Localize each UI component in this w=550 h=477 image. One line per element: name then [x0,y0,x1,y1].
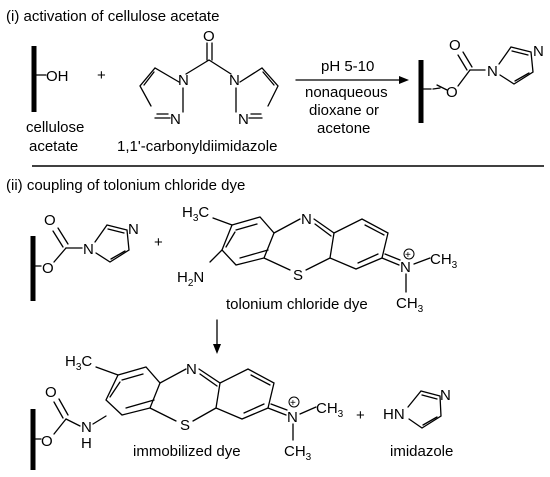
activated-cellulose-2: O O N N [30,212,139,301]
charge-plus-dye: + [405,250,411,261]
atom-n-imidazole: N [440,387,451,404]
methyl-ch3-b-product: CH3 [284,443,312,463]
atom-n-iminium-product: N [287,409,298,426]
atom-o-ester-1: O [446,84,458,101]
plus-sign-2: + [154,234,163,251]
atom-n-ring-dye: N [301,211,312,228]
charge-plus-product: + [290,398,296,409]
product-label: immobilized dye [133,443,241,460]
hydroxyl-group: OH [46,68,69,85]
atom-n3-cdi: N [170,111,181,128]
methyl-h3c-product: H3C [65,353,92,373]
plus-sign-1: + [97,67,106,84]
atom-s-ring-product: S [180,417,190,434]
dye-label: tolonium chloride dye [226,296,368,313]
atom-n-ring-product: N [186,361,197,378]
atom-n3prime-cdi: N [238,111,249,128]
plus-sign-3: + [356,407,365,424]
arrowhead-1 [399,76,409,84]
atom-o-carbonyl-3: O [45,384,57,401]
atom-o-carbonyl-2: O [44,212,56,229]
atom-hn-imidazole: HN [383,406,405,423]
atom-s-ring-dye: S [293,267,303,284]
imidazole-label: imidazole [390,443,453,460]
condition-dioxane: dioxane or [309,102,379,119]
condition-acetone: acetone [317,120,370,137]
methyl-ch3-a-dye: CH3 [430,251,458,271]
condition-nonaqueous: nonaqueous [305,84,388,101]
atom-o-carbonyl-1: O [449,37,461,54]
arrowhead-2 [213,344,221,354]
atom-nh-n: N [81,419,92,436]
cellulose-label-line1: cellulose [26,119,84,136]
atom-n3-imid-1: N [533,43,544,60]
activated-cellulose: O O N N [418,37,544,123]
atom-o-ester-2: O [42,260,54,277]
section-title-activation: (i) activation of cellulose acetate [6,8,219,25]
tolonium-dye: H3C H2N N S N + CH3 CH3 [177,204,458,315]
atom-n-iminium-dye: N [400,259,411,276]
condition-ph: pH 5-10 [321,58,374,75]
atom-n-imid-2: N [83,241,94,258]
cellulose-label-line2: acetate [29,138,78,155]
methyl-ch3-a-product: CH3 [316,400,344,420]
atom-n1prime-cdi: N [229,72,240,89]
atom-n3-imid-2: N [128,221,139,238]
cdi-label: 1,1'-carbonyldiimidazole [117,138,277,155]
atom-o-ester-3: O [41,433,53,450]
atom-o-cdi: O [203,28,215,45]
atom-n-imid-1: N [487,63,498,80]
imidazole-molecule: HN N [383,387,451,429]
methyl-ch3-b-dye: CH3 [396,295,424,315]
atom-nh-h: H [81,435,92,452]
methyl-h3c-dye: H3C [182,204,209,224]
section-title-coupling: (ii) coupling of tolonium chloride dye [6,177,245,194]
cdi-molecule: O N N N N [139,28,279,128]
atom-n1-cdi: N [178,72,189,89]
amino-h2n-dye: H2N [177,269,204,289]
immobilized-dye-product: O O N H H3C N S N + CH3 [30,353,344,470]
